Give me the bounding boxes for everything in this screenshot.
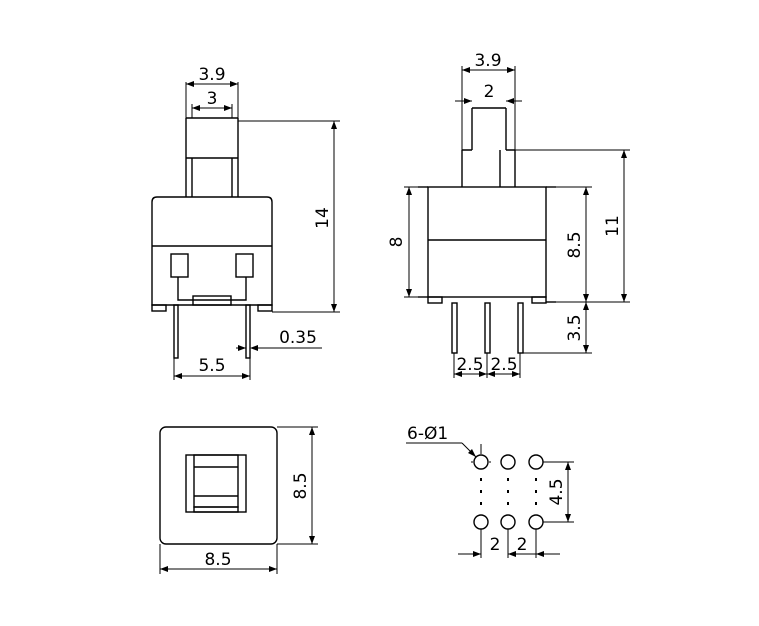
footprint-view: 6-Ø1 4.5 2 2 <box>406 424 574 558</box>
side-total-height-label: 11 <box>603 215 623 237</box>
hole-spec-label: 6-Ø1 <box>407 424 448 444</box>
top-view: 8.5 8.5 <box>159 426 318 574</box>
row-spacing-label: 4.5 <box>547 478 567 505</box>
center-marks <box>480 478 537 505</box>
side-top-width-label: 3.9 <box>474 51 501 71</box>
side-pitch-left-label: 2.5 <box>456 355 483 375</box>
pitch-left-label: 2 <box>490 535 501 555</box>
front-view: 3.9 3 14 0.35 5.5 <box>151 65 340 380</box>
front-left-pin <box>173 304 179 359</box>
side-pin-1 <box>451 302 458 354</box>
side-body <box>427 186 547 298</box>
hole-3 <box>528 454 544 470</box>
front-right-pin <box>245 304 251 359</box>
side-pin-3 <box>517 302 524 354</box>
front-inner-right-tab <box>235 253 254 278</box>
side-stem-outer <box>461 150 516 187</box>
front-left-foot <box>151 304 167 312</box>
front-stem-width-label: 3 <box>207 89 218 109</box>
side-right-foot <box>531 296 547 304</box>
side-body-height-left-label: 8 <box>387 237 407 248</box>
pitch-right-label: 2 <box>517 535 528 555</box>
front-pin-thickness-label: 0.35 <box>279 328 317 348</box>
side-pitch-right-label: 2.5 <box>490 355 517 375</box>
side-body-height-right-label: 8.5 <box>565 231 585 258</box>
side-view: 3.9 2 8 8.5 11 3.5 <box>387 51 630 378</box>
front-inner-left-tab <box>170 253 189 278</box>
side-stem-width-label: 2 <box>484 82 495 102</box>
hole-5 <box>500 514 516 530</box>
hole-1 <box>473 454 489 470</box>
top-plunger-bar <box>193 506 239 513</box>
front-right-foot <box>257 304 273 312</box>
hole-6 <box>528 514 544 530</box>
top-plunger-outer <box>185 454 247 513</box>
front-pin-spacing-label: 5.5 <box>198 356 225 376</box>
front-height-label: 14 <box>313 207 333 229</box>
side-pin-length-label: 3.5 <box>565 314 585 341</box>
side-pin-2 <box>484 302 491 354</box>
top-plunger-inner <box>193 454 239 508</box>
side-stem-top <box>462 107 515 151</box>
front-plunger-shoulder <box>186 157 238 197</box>
hole-4 <box>473 514 489 530</box>
side-left-foot <box>427 296 443 304</box>
top-body <box>159 426 278 545</box>
front-body <box>151 196 273 306</box>
front-top-width-label: 3.9 <box>198 65 225 85</box>
front-inner-slot <box>177 277 247 301</box>
front-bottom-bar <box>192 295 232 306</box>
top-height-label: 8.5 <box>291 472 311 499</box>
hole-2 <box>500 454 516 470</box>
top-width-label: 8.5 <box>204 550 231 570</box>
